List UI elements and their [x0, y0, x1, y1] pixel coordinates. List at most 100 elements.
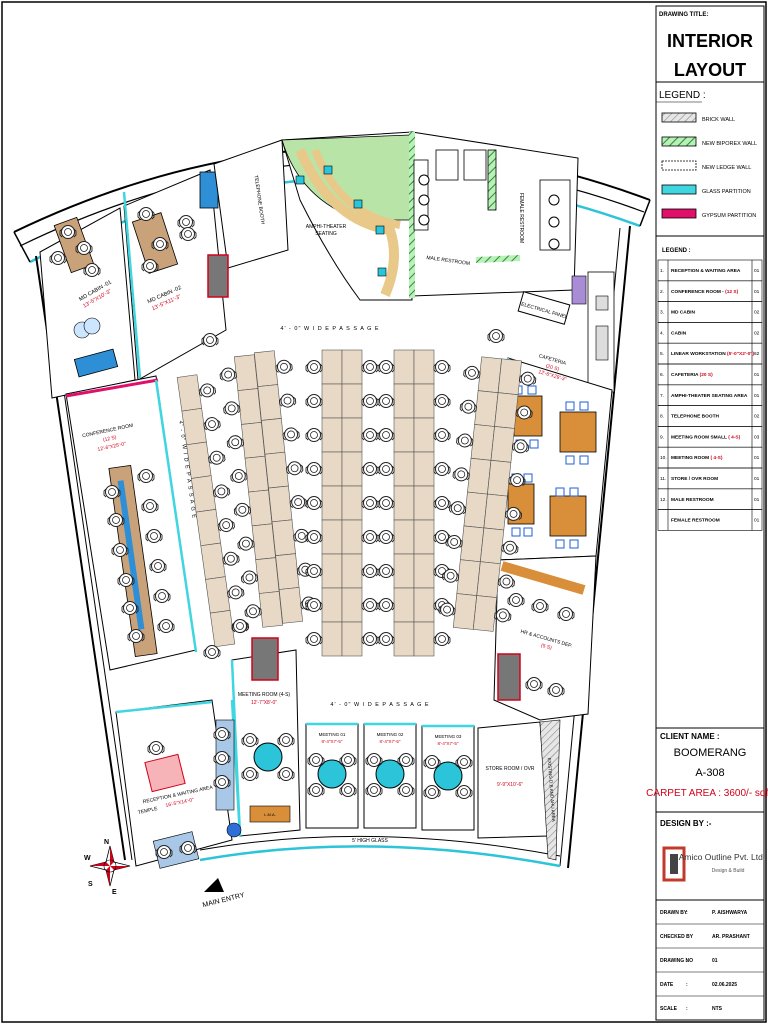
legend-area-qty: 01: [754, 268, 760, 274]
legend-area-qty: 62: [754, 351, 760, 357]
legend-materials-heading: LEGEND :: [659, 90, 706, 101]
workstation-chair: [377, 428, 395, 442]
workstation-column: [305, 349, 343, 657]
client-name: BOOMERANG: [674, 747, 747, 759]
workstation-desk: [321, 553, 343, 589]
legend-area-qty: 01: [754, 518, 760, 524]
workstation-chair: [305, 360, 323, 374]
workstation-desk: [341, 587, 363, 623]
title-block-key: CHECKED BY: [660, 934, 694, 940]
workstation-desk: [190, 475, 217, 513]
compass-n: N: [104, 839, 109, 846]
workstation-chair: [278, 392, 297, 409]
workstation-desk: [393, 621, 415, 657]
workstation-chair: [219, 366, 238, 383]
meeting-03-label: MEETING 03: [435, 734, 462, 739]
workstation-chair: [361, 632, 379, 646]
workstation-column: [377, 349, 415, 657]
legend-area-qty: 03: [754, 434, 760, 440]
meeting-small-3: MEETING 03 8'-4"X7'-5": [421, 724, 475, 831]
workstation-chair: [212, 483, 231, 500]
existing-shaft-label: EXISTING D.B AND AHU AREA: [547, 758, 556, 822]
legend-swatch-0: [661, 112, 697, 123]
workstation-desk: [205, 576, 231, 614]
workstation-desk: [321, 621, 343, 657]
workstation-desk: [393, 349, 415, 385]
workstation-desk: [341, 621, 363, 657]
workstation-desk: [467, 457, 492, 495]
workstation-chair: [361, 462, 379, 476]
workstation-chair: [305, 496, 323, 510]
drawing-title-line1: INTERIOR: [667, 31, 753, 51]
legend-area-no: 12.: [660, 497, 667, 503]
legend-area-name: MEETING ROOM ( 4-S): [671, 455, 723, 461]
workstation-chair: [377, 462, 395, 476]
workstation-chair: [433, 428, 451, 442]
meeting-room: MEETING ROOM (4-S) 12'-7"X8'-0" L.M.A.: [230, 637, 301, 837]
workstation-desk: [261, 418, 286, 455]
workstation-desk: [393, 553, 415, 589]
company-logo: Amico Outline Pvt. Ltd. Design & Build: [662, 846, 765, 882]
female-restroom-label: FEMALE RESTROOM: [518, 193, 524, 243]
workstation-chair: [433, 360, 451, 374]
workstation-column: [176, 374, 250, 648]
meeting-small-1: MEETING 01 8'-4"X7'-5": [305, 722, 359, 829]
workstation-desk: [278, 587, 303, 624]
legend-area-qty: 01: [754, 372, 760, 378]
workstation-chair: [305, 394, 323, 408]
workstation-desk: [413, 553, 435, 589]
workstation-chair: [240, 569, 259, 586]
legend-area-qty: 01: [754, 497, 760, 503]
telephone-booth: TELEPHONE BOOTH: [207, 139, 289, 298]
workstation-desk: [480, 527, 505, 565]
workstation-desk: [487, 459, 512, 497]
legend-material-label: GLASS PARTITION: [702, 189, 751, 195]
md-cabin-2: MD CABIN -02 13'-5"X11'-3": [122, 169, 227, 381]
title-block-colon: :: [686, 934, 688, 940]
legend-area-no: 8.: [660, 414, 664, 420]
legend-swatch-4: [661, 208, 697, 219]
workstation-column: [341, 349, 379, 657]
legend-area-qty: 02: [754, 330, 760, 336]
workstation-desk: [341, 519, 363, 555]
high-glass-label: 5' HIGH GLASS: [352, 838, 388, 844]
workstation-chair: [377, 530, 395, 544]
workstation-desk: [470, 424, 495, 461]
hr-accounts-seats: (5 S): [540, 643, 552, 652]
temple-label: TEMPLE: [137, 806, 158, 816]
workstation-desk: [497, 358, 522, 396]
legend-area-qty: 01: [754, 476, 760, 482]
workstation-chair: [289, 494, 308, 510]
legend-area-no: 3.: [660, 310, 664, 316]
workstation-desk: [257, 384, 282, 421]
legend-area-name: MALE RESTROOM: [671, 497, 714, 503]
title-block-value: 02.06.2025: [712, 982, 737, 988]
title-block-colon: :: [686, 1006, 688, 1012]
workstation-desk: [393, 587, 415, 623]
workstation-chair: [452, 466, 471, 483]
workstation-desk: [244, 455, 269, 493]
hr-accounts: HR & ACCOUNTS DEP. (5 S): [493, 555, 597, 721]
meeting-room-size: 12'-7"X8'-0": [251, 700, 277, 706]
workstation-desk: [241, 422, 266, 459]
workstation-desk: [253, 350, 279, 387]
workstation-desk: [393, 383, 415, 419]
workstation-chair: [377, 598, 395, 612]
workstation-chair: [361, 496, 379, 510]
workstation-chair: [377, 496, 395, 510]
workstation-chair: [233, 502, 252, 518]
legend-areas-heading: LEGEND :: [662, 248, 691, 254]
legend-area-qty: 01: [754, 455, 760, 461]
workstation-chair: [433, 496, 451, 510]
design-by-label: DESIGN BY :-: [660, 819, 712, 828]
workstation-chair: [448, 500, 467, 516]
meeting-02-size: 8'-4"X7'-5": [380, 739, 401, 744]
workstation-desk: [463, 491, 488, 529]
workstation-chair: [274, 359, 294, 375]
reception: RECEPTION & WAITING AREA 16'-5"X14'-0" T…: [115, 699, 242, 869]
workstation-desk: [200, 542, 226, 580]
workstation-desk: [413, 519, 435, 555]
